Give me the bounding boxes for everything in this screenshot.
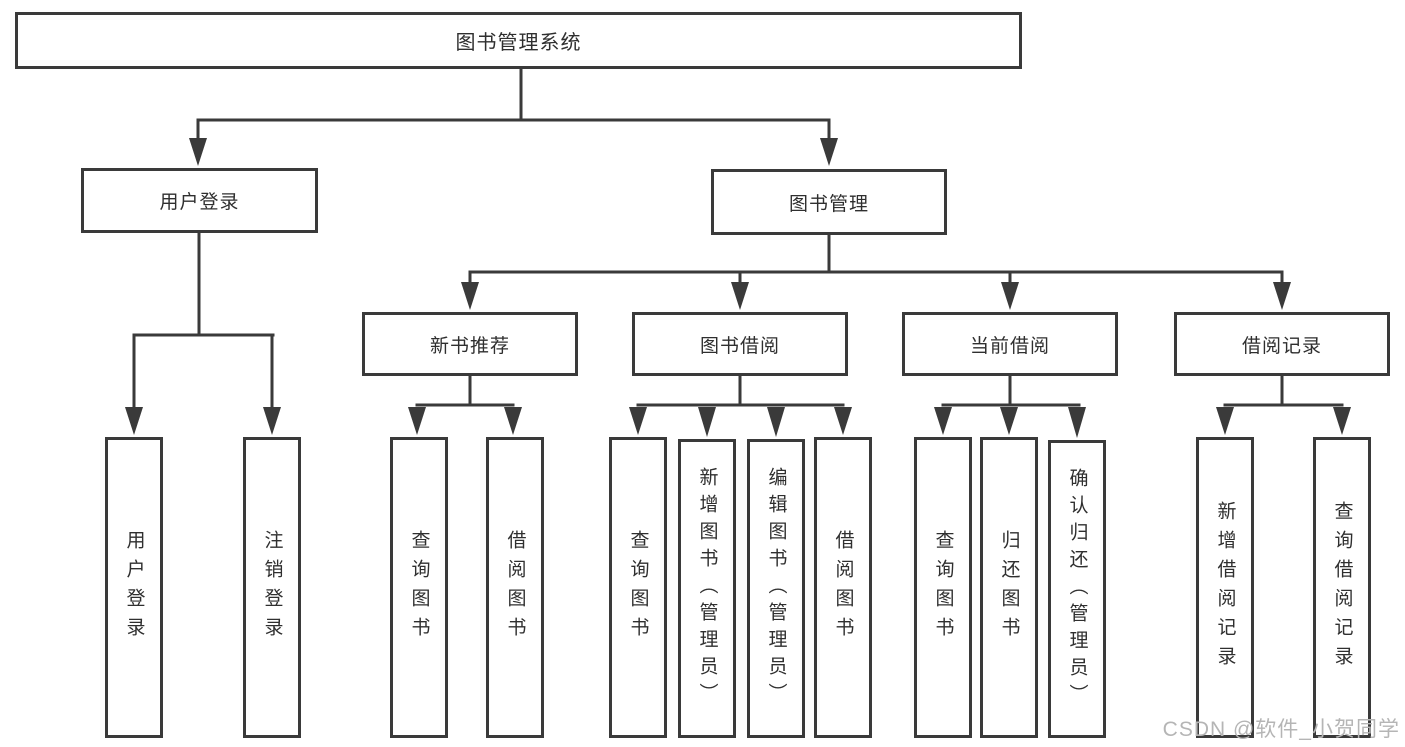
node-library-management-system: 图书管理系统 xyxy=(15,12,1022,69)
node-leaf-logout: 注销登录 xyxy=(243,437,301,738)
node-user-login: 用户登录 xyxy=(81,168,318,233)
node-leaf-add-borrow-record: 新增借阅记录 xyxy=(1196,437,1254,738)
node-leaf-query-books-current: 查询图书 xyxy=(914,437,972,738)
node-leaf-edit-books-admin: 编辑图书（管理员） xyxy=(747,439,805,738)
node-leaf-add-books-admin: 新增图书（管理员） xyxy=(678,439,736,738)
node-leaf-query-books-borrowing: 查询图书 xyxy=(609,437,667,738)
node-leaf-user-login: 用户登录 xyxy=(105,437,163,738)
node-leaf-confirm-return-admin: 确认归还（管理员） xyxy=(1048,440,1106,738)
node-new-book-recommend: 新书推荐 xyxy=(362,312,578,376)
node-leaf-borrow-books-borrowing: 借阅图书 xyxy=(814,437,872,738)
node-current-borrowing: 当前借阅 xyxy=(902,312,1118,376)
node-leaf-query-borrow-record: 查询借阅记录 xyxy=(1313,437,1371,738)
node-borrowing-records: 借阅记录 xyxy=(1174,312,1390,376)
node-book-borrowing: 图书借阅 xyxy=(632,312,848,376)
node-leaf-query-books-recommend: 查询图书 xyxy=(390,437,448,738)
node-leaf-return-books: 归还图书 xyxy=(980,437,1038,738)
csdn-watermark: CSDN @软件_小贺同学 xyxy=(1162,718,1400,741)
node-leaf-borrow-books-recommend: 借阅图书 xyxy=(486,437,544,738)
node-book-management: 图书管理 xyxy=(711,169,947,235)
